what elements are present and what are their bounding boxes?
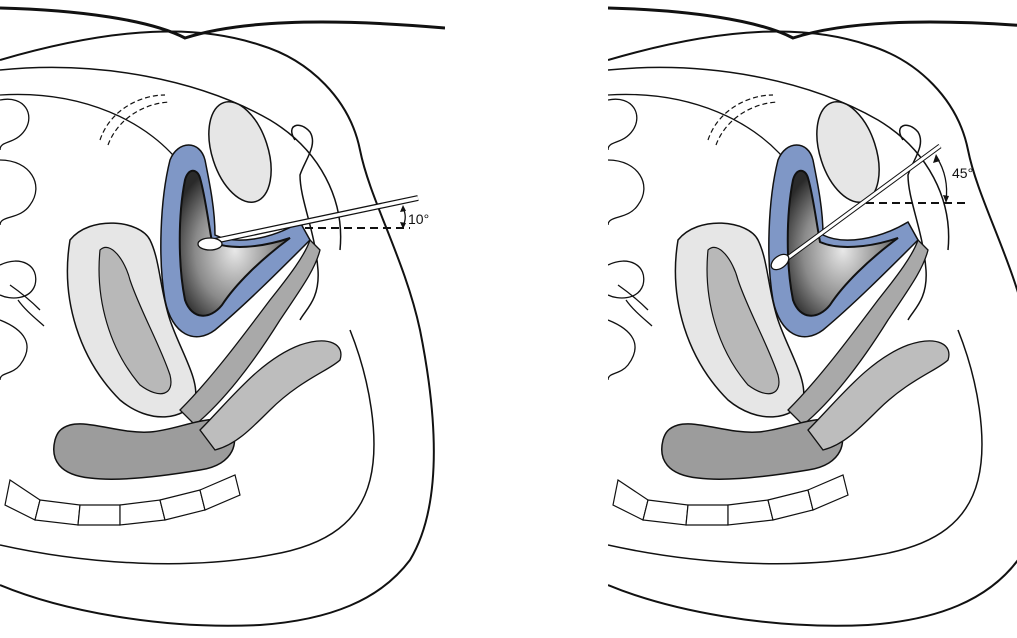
bladder-outline [608,94,793,170]
figure-right-drawing [608,0,1017,638]
figure-right [608,0,1017,638]
intestine-coils [0,99,44,380]
bladder-outline [0,94,185,170]
figure-left [0,0,445,638]
figure-left-drawing [0,0,445,638]
coccyx-segments [5,475,240,525]
round-ligament-inner [108,102,170,145]
round-ligament-inner [716,102,778,145]
anatomy-svg [608,0,1017,638]
intestine-coils [608,99,652,380]
round-ligament [708,95,773,140]
anatomy-svg [0,0,445,638]
coccyx-segments [613,475,848,525]
body-outline [0,8,445,38]
round-ligament [100,95,165,140]
